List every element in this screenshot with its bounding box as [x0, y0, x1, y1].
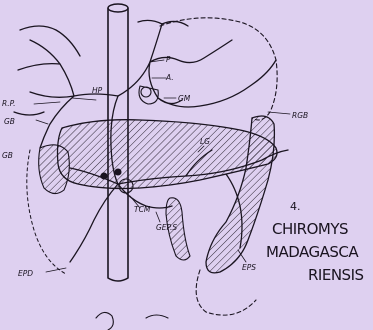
label-epd: EPD [18, 269, 33, 278]
species-name-line2: MADAGASCA [266, 243, 359, 261]
label-rp: R.P. [2, 99, 15, 108]
label-gb-upper: GB [4, 117, 15, 126]
species-name-line3: RIENSIS [308, 266, 364, 284]
left-mass [39, 145, 70, 194]
label-a: A. [165, 73, 174, 82]
species-name-line1: CHIROMYS [272, 220, 348, 238]
label-hp: HP [92, 86, 103, 95]
label-gb-lower: GB [2, 151, 13, 160]
figure-number: 4. [290, 200, 301, 213]
label-tcm: TCM [134, 205, 151, 214]
label-gm: GM [178, 94, 191, 103]
dashed-lower-outline [196, 270, 256, 315]
label-lg: LG [200, 137, 210, 146]
label-rgb: RGB [292, 111, 308, 120]
label-p: P [166, 55, 171, 64]
dashed-organ-outline [160, 18, 277, 120]
label-geps: GEP.S [156, 223, 177, 232]
label-eps: EPS [242, 263, 256, 272]
bottom-fragment [96, 312, 168, 330]
